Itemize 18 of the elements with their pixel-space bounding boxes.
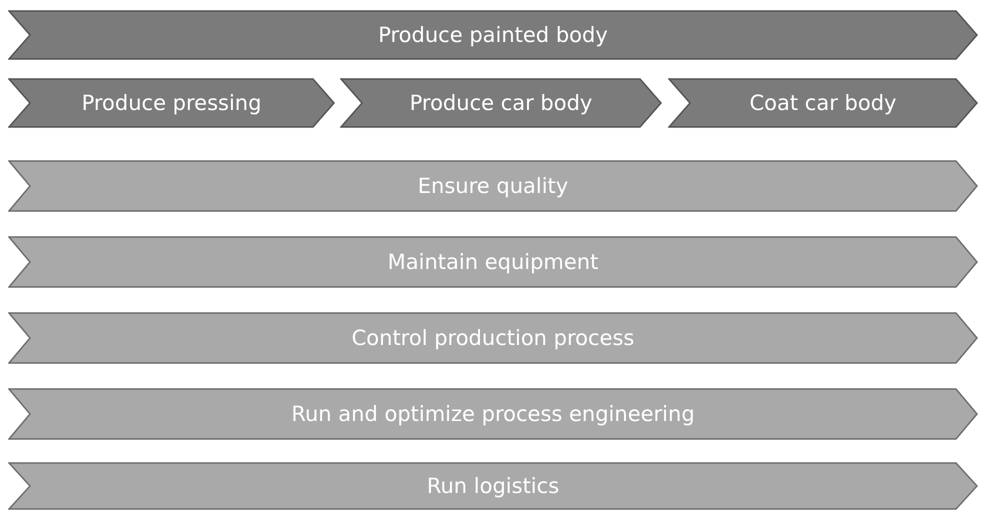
- chevron-shape: [668, 78, 978, 128]
- chevron-shape: [8, 10, 978, 60]
- chevron-shape: [8, 78, 335, 128]
- step-label: Coat car body: [748, 90, 898, 117]
- step-label: Run and optimize process engineering: [290, 401, 696, 428]
- chevron-shape: [8, 312, 978, 364]
- step-label: Produce car body: [408, 90, 594, 117]
- step-label: Ensure quality: [416, 173, 570, 200]
- step-label: Produce painted body: [377, 22, 609, 49]
- chevron-shape: [8, 388, 978, 440]
- chevron-shape: [340, 78, 662, 128]
- chevron-shape: [8, 160, 978, 212]
- chevron-shape: [8, 236, 978, 288]
- chevron-shape: [8, 462, 978, 510]
- step-label: Run logistics: [426, 473, 560, 500]
- step-label: Produce pressing: [80, 90, 262, 117]
- step-label: Maintain equipment: [386, 249, 600, 276]
- step-label: Control production process: [350, 325, 636, 352]
